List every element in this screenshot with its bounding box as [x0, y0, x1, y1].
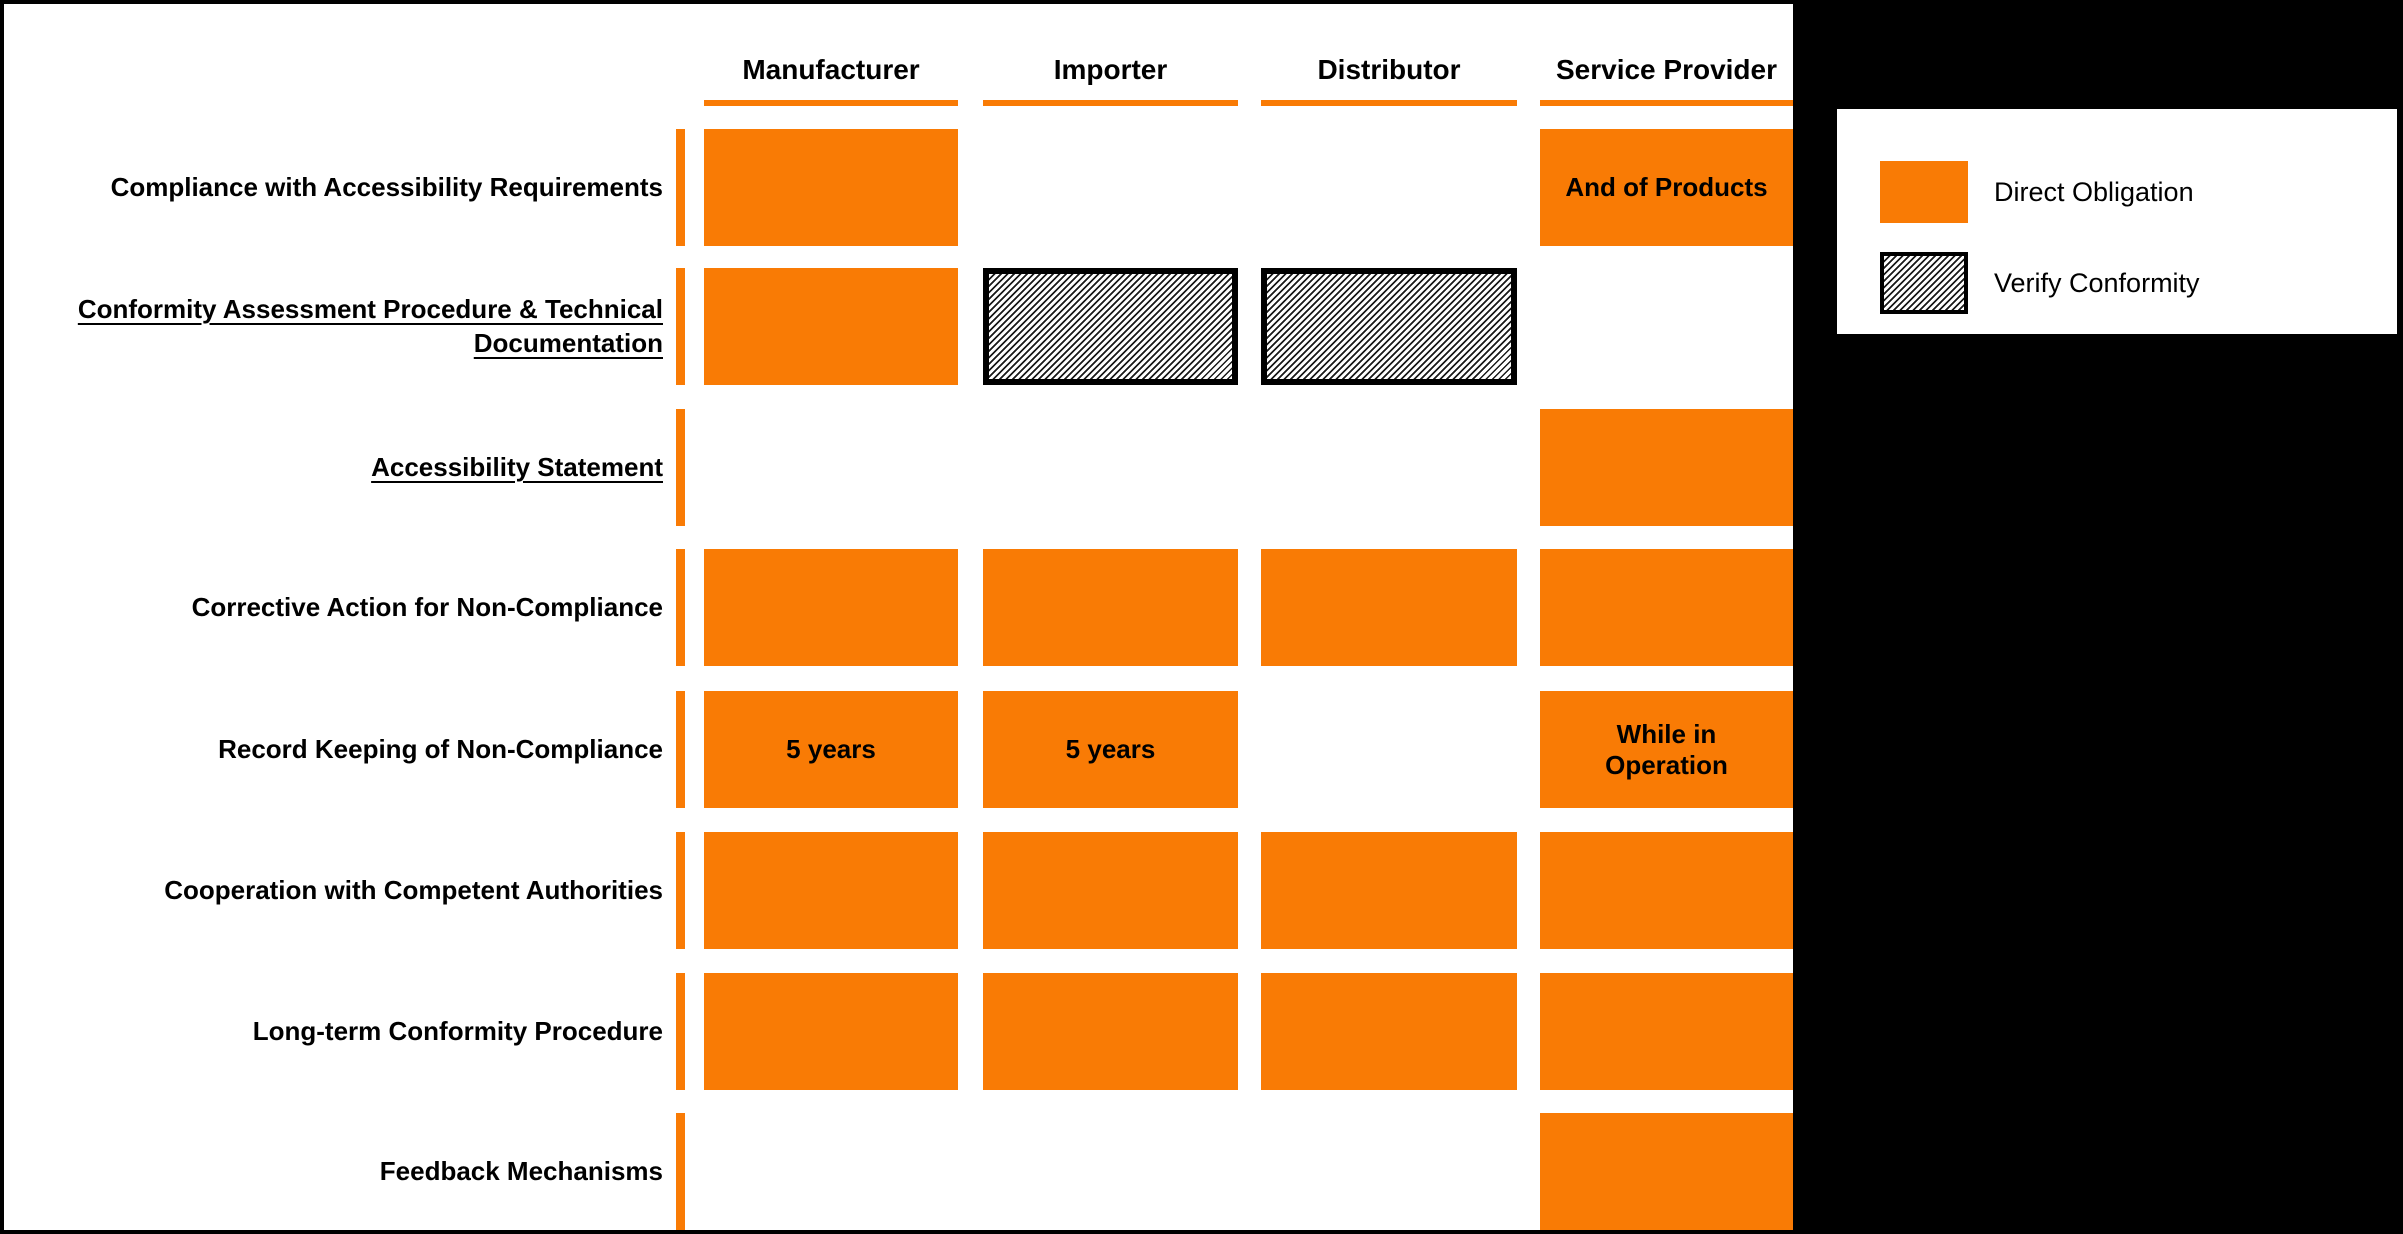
column-underline [1261, 100, 1517, 106]
cell-importer-direct: 5 years [983, 691, 1238, 808]
row-label: Conformity Assessment Procedure & Techni… [77, 293, 663, 358]
row-label: Feedback Mechanisms [379, 1155, 663, 1186]
cell-text: And of Products [1565, 172, 1768, 202]
cell-distributor-direct [1261, 973, 1517, 1090]
cell-importer-direct [983, 832, 1238, 949]
cell-manufacturer-direct [704, 129, 958, 246]
cell-text: While in Operation [1605, 718, 1728, 780]
row-label: Cooperation with Competent Authorities [164, 874, 663, 905]
column-header-manufacturer: Manufacturer [704, 34, 958, 106]
cell-distributor-none [1261, 1113, 1517, 1230]
cell-manufacturer-direct [704, 549, 958, 666]
cell-importer-direct [983, 549, 1238, 666]
column-header-label: Importer [1053, 54, 1168, 85]
cell-distributor-direct [1261, 549, 1517, 666]
cell-service-provider-direct [1540, 973, 1793, 1090]
matrix-row: Conformity Assessment Procedure & Techni… [0, 268, 1793, 385]
matrix-row: Accessibility Statement [0, 409, 1793, 526]
cell-importer-direct [983, 973, 1238, 1090]
row-accent-bar [676, 973, 685, 1090]
cell-manufacturer-none [704, 409, 958, 526]
cell-manufacturer-direct: 5 years [704, 691, 958, 808]
legend-label: Verify Conformity [1994, 267, 2200, 298]
direct-obligation-swatch [1880, 161, 1968, 223]
cell-manufacturer-direct [704, 973, 958, 1090]
matrix-row: Feedback Mechanisms [0, 1113, 1793, 1230]
column-underline [704, 100, 958, 106]
matrix-row: Record Keeping of Non-Compliance 5 years… [0, 691, 1793, 808]
column-underline [983, 100, 1238, 106]
cell-service-provider-none [1540, 268, 1793, 385]
cell-importer-none [983, 1113, 1238, 1230]
column-header-label: Manufacturer [742, 54, 920, 85]
column-header-label: Distributor [1317, 54, 1461, 85]
column-header-importer: Importer [983, 34, 1238, 106]
matrix-row: Compliance with Accessibility Requiremen… [0, 129, 1793, 246]
cell-service-provider-direct: While in Operation [1540, 691, 1793, 808]
cell-distributor-none [1261, 409, 1517, 526]
cell-service-provider-direct [1540, 832, 1793, 949]
cell-text: 5 years [786, 734, 876, 764]
column-header-label: Service Provider [1555, 54, 1778, 85]
row-accent-bar [676, 268, 685, 385]
row-label: Accessibility Statement [371, 451, 663, 482]
cell-service-provider-direct [1540, 549, 1793, 666]
legend: Direct Obligation Verify Conformity [1831, 103, 2403, 340]
legend-item-direct-obligation: Direct Obligation [1880, 161, 2194, 223]
cell-manufacturer-direct [704, 268, 958, 385]
column-header-service-provider: Service Provider [1540, 34, 1793, 106]
matrix-row: Long-term Conformity Procedure [0, 973, 1793, 1090]
row-accent-bar [676, 549, 685, 666]
row-label: Compliance with Accessibility Requiremen… [110, 171, 663, 202]
row-label: Record Keeping of Non-Compliance [218, 733, 663, 764]
cell-service-provider-direct [1540, 409, 1793, 526]
legend-item-verify-conformity: Verify Conformity [1880, 252, 2200, 314]
cell-importer-verify [983, 268, 1238, 385]
verify-conformity-swatch [1880, 252, 1968, 314]
row-label: Corrective Action for Non-Compliance [191, 591, 663, 622]
legend-label: Direct Obligation [1994, 176, 2194, 207]
cell-importer-none [983, 409, 1238, 526]
cell-text: 5 years [1065, 734, 1156, 764]
row-label: Long-term Conformity Procedure [252, 1015, 663, 1046]
column-underline [1540, 100, 1793, 106]
cell-manufacturer-none [704, 1113, 958, 1230]
cell-distributor-none [1261, 129, 1517, 246]
row-accent-bar [676, 1113, 685, 1230]
row-accent-bar [676, 129, 685, 246]
matrix-row: Cooperation with Competent Authorities [0, 832, 1793, 949]
cell-importer-none [983, 129, 1238, 246]
cell-manufacturer-direct [704, 832, 958, 949]
cell-distributor-none [1261, 691, 1517, 808]
cell-service-provider-direct: And of Products [1540, 129, 1793, 246]
cell-distributor-direct [1261, 832, 1517, 949]
cell-distributor-verify [1261, 268, 1517, 385]
cell-service-provider-direct [1540, 1113, 1793, 1230]
row-accent-bar [676, 691, 685, 808]
row-accent-bar [676, 832, 685, 949]
column-header-distributor: Distributor [1261, 34, 1517, 106]
matrix-row: Corrective Action for Non-Compliance [0, 549, 1793, 666]
row-accent-bar [676, 409, 685, 526]
